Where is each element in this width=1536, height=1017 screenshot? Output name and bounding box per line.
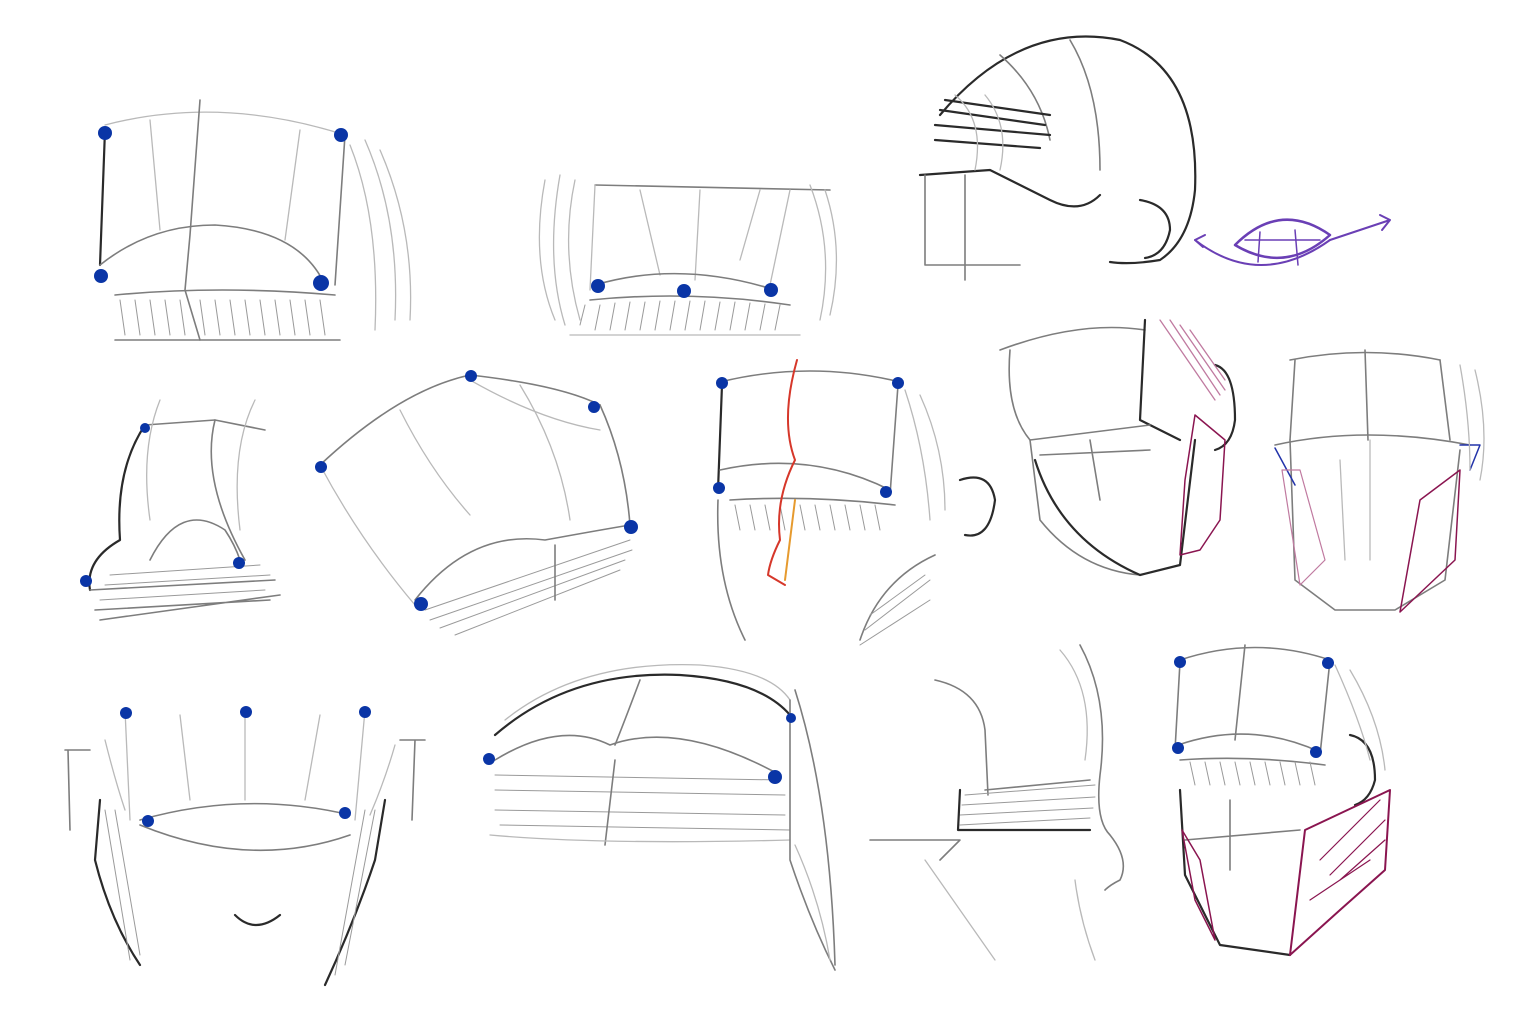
landmark-dot: [414, 597, 428, 611]
sketch-jaw-profile: [869, 644, 1125, 961]
landmark-dot: [142, 815, 154, 827]
landmark-dot: [1310, 746, 1322, 758]
sketch-upper-lip-center-line: [713, 359, 997, 646]
landmark-dot: [313, 275, 329, 291]
landmark-dot: [98, 126, 112, 140]
landmark-dot: [339, 807, 351, 819]
landmark-dot: [786, 713, 796, 723]
landmark-dot: [624, 520, 638, 534]
landmark-dot: [1322, 657, 1334, 669]
sketch-upper-lip-three-quarter: [80, 399, 281, 621]
sketch-jaw-shaded-with-landmarks: [1172, 644, 1391, 957]
sketch-upper-lip-side-wide: [483, 663, 836, 971]
landmark-dot: [359, 706, 371, 718]
sketch-jaw-shaded-three-quarter: [999, 318, 1237, 577]
sketch-upper-lip-front-large: [94, 99, 412, 341]
sketch-upper-lip-front-wide: [538, 174, 838, 336]
landmark-dot: [1172, 742, 1184, 754]
landmark-dot: [892, 377, 904, 389]
landmark-dot: [764, 283, 778, 297]
landmark-dot: [94, 269, 108, 283]
landmark-dot: [334, 128, 348, 142]
sketch-head-profile-mouth: [918, 35, 1197, 281]
landmark-dot: [880, 486, 892, 498]
landmark-dot: [716, 377, 728, 389]
sketch-mouth-smile-diagram: [1194, 214, 1391, 266]
landmark-dot: [768, 770, 782, 784]
landmark-dot: [677, 284, 691, 298]
landmark-dot: [1174, 656, 1186, 668]
sketch-chin-from-below: [64, 706, 426, 987]
landmark-dot: [713, 482, 725, 494]
sketch-upper-lip-tilted: [315, 370, 638, 636]
landmark-dot: [588, 401, 600, 413]
landmark-dot: [315, 461, 327, 473]
landmark-dot: [120, 707, 132, 719]
sketch-jaw-shaded-front: [1274, 349, 1485, 613]
landmark-dot: [140, 423, 150, 433]
landmark-dot: [240, 706, 252, 718]
landmark-dot: [465, 370, 477, 382]
landmark-dot: [483, 753, 495, 765]
landmark-dot: [80, 575, 92, 587]
landmark-dot: [591, 279, 605, 293]
landmark-dot: [233, 557, 245, 569]
